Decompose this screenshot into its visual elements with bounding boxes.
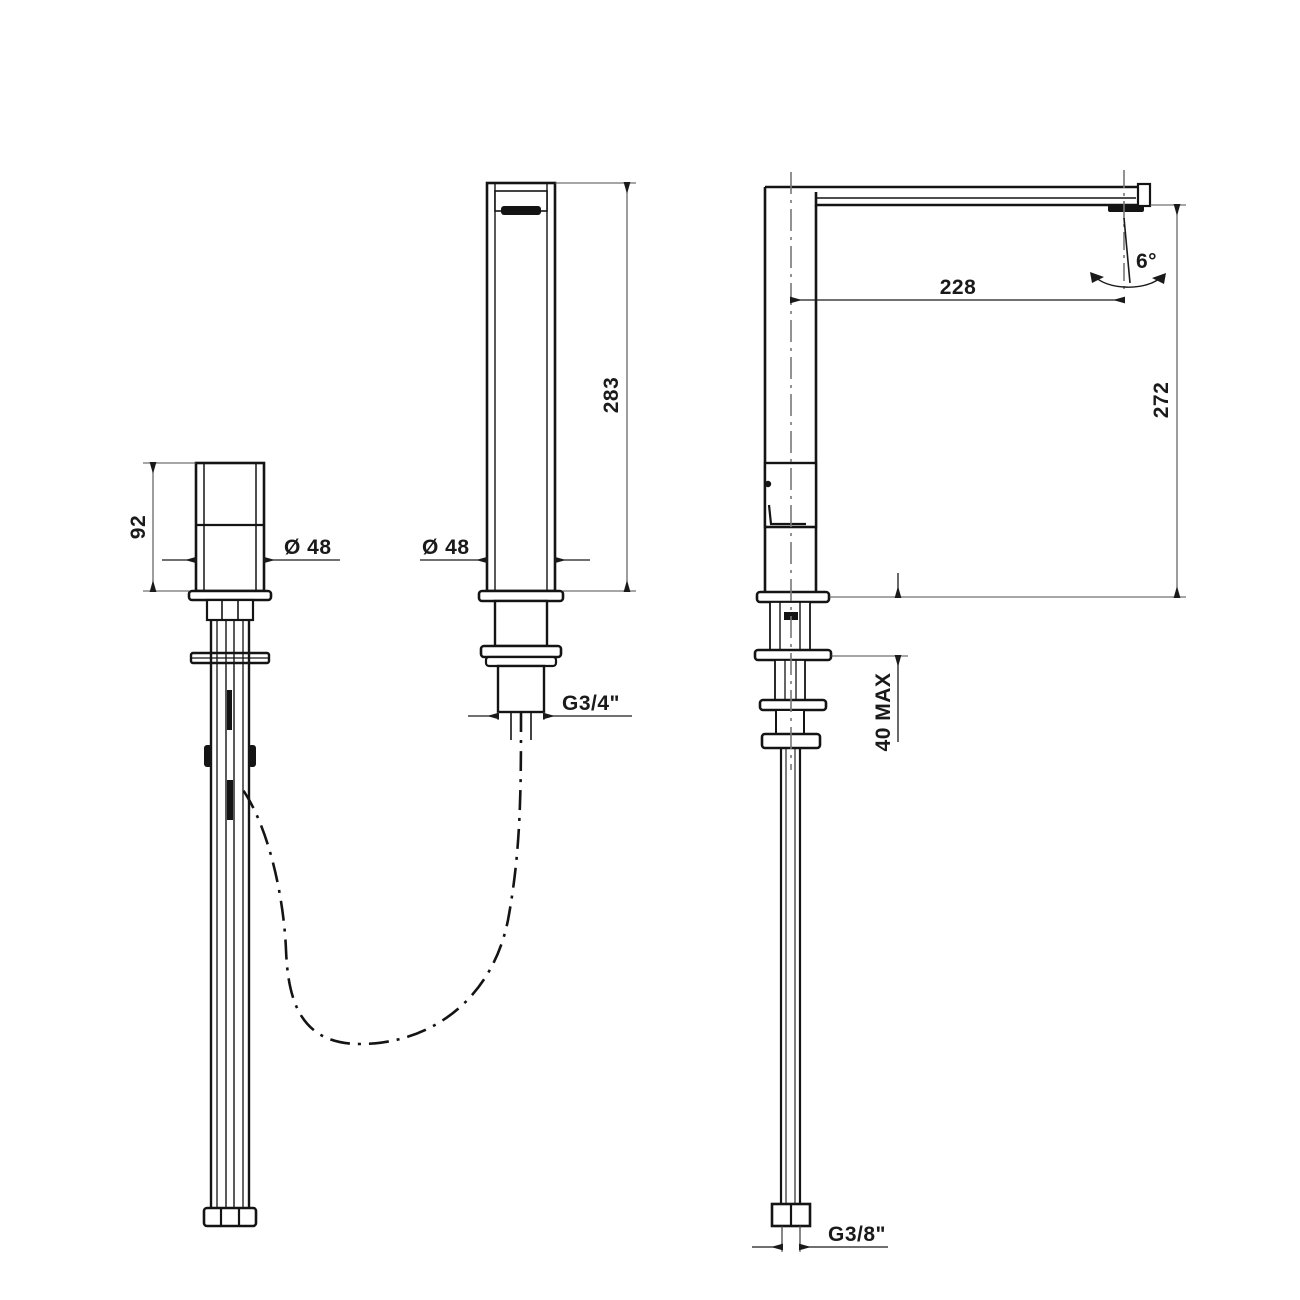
- spout-hose-stub: [510, 712, 532, 740]
- handle-flange: [187, 589, 273, 602]
- dim-label-92: 92: [127, 515, 150, 539]
- dimension-spout-thread: G3/4": [468, 692, 632, 720]
- assembly-undercounter-hardware: [753, 601, 833, 750]
- handle-shank: [209, 620, 251, 1208]
- dimension-outlet-angle: 6°: [1090, 217, 1166, 288]
- dim-label-283: 283: [600, 377, 623, 414]
- assembly-centrelines: [790, 170, 1125, 770]
- assembly-supply-fitting: [770, 1202, 812, 1248]
- handle-stem-top: [205, 598, 255, 622]
- view-handle-left: [187, 461, 273, 1228]
- dimension-max-thickness: 40 MAX: [829, 573, 908, 751]
- dim-label-g38: G3/8": [828, 1223, 886, 1246]
- handle-cartridge-slot: [227, 690, 233, 820]
- handle-body: [194, 461, 266, 593]
- view-assembly-right: [753, 170, 1152, 1248]
- dim-label-spout-diameter: Ø 48: [422, 536, 470, 559]
- dim-label-228: 228: [940, 276, 977, 299]
- assembly-spout-arm: [765, 182, 1152, 212]
- flexible-hose-centreline: [241, 711, 523, 1046]
- handle-bottom-cap: [202, 1206, 258, 1228]
- spout-column: [485, 181, 557, 593]
- dim-label-40max: 40 MAX: [872, 673, 895, 752]
- handle-mounting-bracket: [189, 651, 271, 665]
- handle-shank-lugs: [204, 745, 256, 767]
- view-spout-middle: [241, 181, 565, 1046]
- dim-label-272: 272: [1150, 382, 1173, 419]
- dimension-handle-height: 92: [127, 462, 196, 592]
- assembly-supply-tube: [779, 748, 802, 1204]
- dim-label-6deg: 6°: [1136, 250, 1157, 273]
- dimension-spout-diameter: Ø 48: [420, 536, 590, 564]
- dim-label-handle-diameter: Ø 48: [284, 536, 332, 559]
- spout-base-body: [493, 599, 549, 648]
- dim-label-g34: G3/4": [562, 692, 620, 715]
- assembly-base-flange: [755, 590, 831, 604]
- dimension-supply-thread: G3/8": [752, 1223, 888, 1252]
- spout-washer-stack: [479, 644, 563, 668]
- spout-thread-nipple: [496, 664, 546, 714]
- dimension-spout-height: 283: [555, 182, 636, 592]
- dimension-spout-reach: 228: [790, 276, 1125, 304]
- dimension-overall-height: 272: [829, 204, 1186, 598]
- spout-flange: [477, 589, 565, 603]
- dimension-handle-diameter: Ø 48: [162, 536, 340, 564]
- spout-aerator: [494, 190, 548, 215]
